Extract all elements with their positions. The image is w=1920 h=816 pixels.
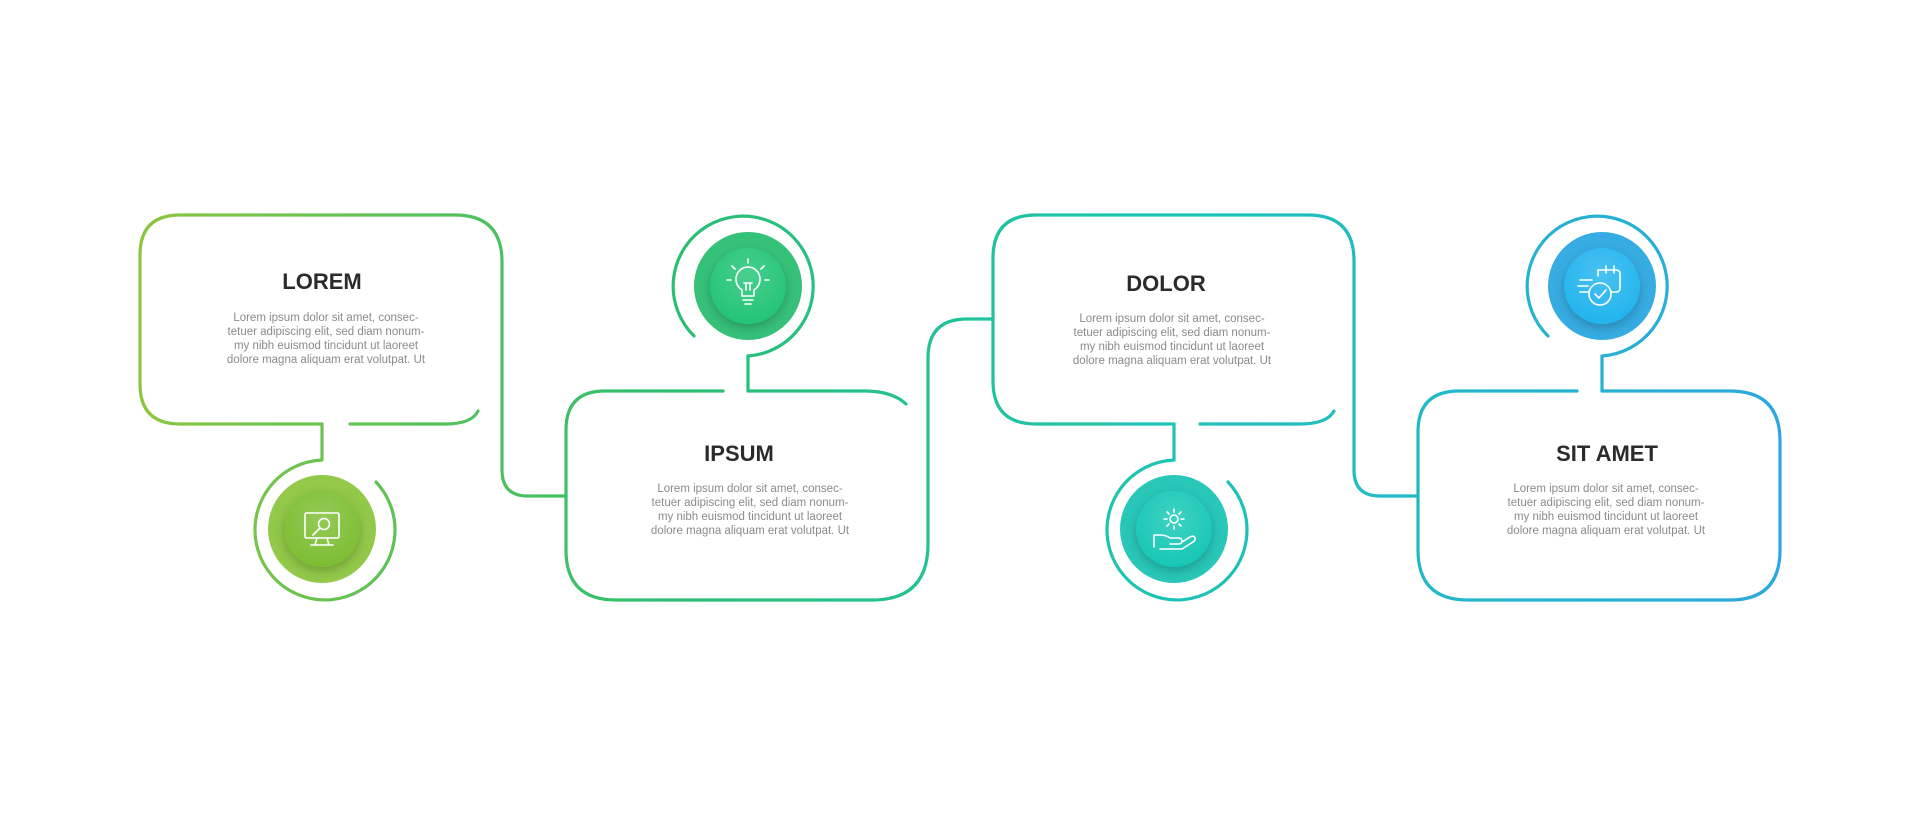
step-4-desc-line-1: Lorem ipsum dolor sit amet, consec- bbox=[1513, 483, 1699, 495]
step-1: LOREM Lorem ipsum dolor sit amet, consec… bbox=[227, 269, 426, 583]
hand-gear-icon bbox=[1153, 508, 1197, 550]
step-4-title: SIT AMET bbox=[1556, 441, 1658, 466]
step-4: SIT AMET Lorem ipsum dolor sit amet, con… bbox=[1507, 232, 1706, 537]
step-3-frame-tail bbox=[1198, 409, 1336, 426]
step-1-frame-tail bbox=[348, 409, 480, 426]
flow-outline bbox=[138, 213, 1782, 602]
step-2-desc-line-4: dolore magna aliquam erat volutpat. Ut bbox=[651, 525, 850, 537]
step-1-badge bbox=[268, 475, 376, 583]
step-4-ring bbox=[1525, 214, 1669, 358]
step-3-title: DOLOR bbox=[1126, 271, 1206, 296]
step-1-desc-line-3: my nibh euismod tincidunt ut laoreet bbox=[234, 340, 419, 352]
step-3-desc-line-1: Lorem ipsum dolor sit amet, consec- bbox=[1079, 313, 1265, 325]
step-3-ring bbox=[1105, 458, 1249, 602]
calendar-clock-icon bbox=[1577, 265, 1621, 306]
step-2-ring bbox=[671, 214, 815, 358]
step-1-desc-line-2: tetuer adipiscing elit, sed diam nonum- bbox=[228, 326, 425, 338]
step-4-desc-line-4: dolore magna aliquam erat volutpat. Ut bbox=[1507, 525, 1706, 537]
step-3-desc-line-3: my nibh euismod tincidunt ut laoreet bbox=[1080, 341, 1265, 353]
step-1-title: LOREM bbox=[282, 269, 361, 294]
step-2-badge bbox=[694, 232, 802, 340]
step-4-frame bbox=[1416, 389, 1782, 602]
step-4-badge bbox=[1548, 232, 1656, 340]
step-1-frame bbox=[138, 213, 568, 498]
lightbulb-icon bbox=[726, 258, 770, 305]
step-3: DOLOR Lorem ipsum dolor sit amet, consec… bbox=[1073, 271, 1272, 583]
step-2-frame-tail bbox=[746, 389, 908, 406]
step-2-desc-line-2: tetuer adipiscing elit, sed diam nonum- bbox=[652, 497, 849, 509]
step-3-desc-line-2: tetuer adipiscing elit, sed diam nonum- bbox=[1074, 327, 1271, 339]
step-2-desc-line-1: Lorem ipsum dolor sit amet, consec- bbox=[657, 483, 843, 495]
step-2-title: IPSUM bbox=[704, 441, 774, 466]
step-2-frame bbox=[564, 317, 995, 602]
step-4-desc-line-3: my nibh euismod tincidunt ut laoreet bbox=[1514, 511, 1699, 523]
step-1-desc-line-1: Lorem ipsum dolor sit amet, consec- bbox=[233, 312, 419, 324]
step-1-desc-line-4: dolore magna aliquam erat volutpat. Ut bbox=[227, 354, 426, 366]
step-2: IPSUM Lorem ipsum dolor sit amet, consec… bbox=[651, 232, 850, 537]
step-3-desc-line-4: dolore magna aliquam erat volutpat. Ut bbox=[1073, 355, 1272, 367]
step-1-ring bbox=[253, 458, 397, 602]
monitor-search-icon bbox=[304, 512, 340, 546]
step-4-desc-line-2: tetuer adipiscing elit, sed diam nonum- bbox=[1508, 497, 1705, 509]
step-3-frame bbox=[991, 213, 1420, 498]
step-3-badge bbox=[1120, 475, 1228, 583]
step-2-desc-line-3: my nibh euismod tincidunt ut laoreet bbox=[658, 511, 843, 523]
